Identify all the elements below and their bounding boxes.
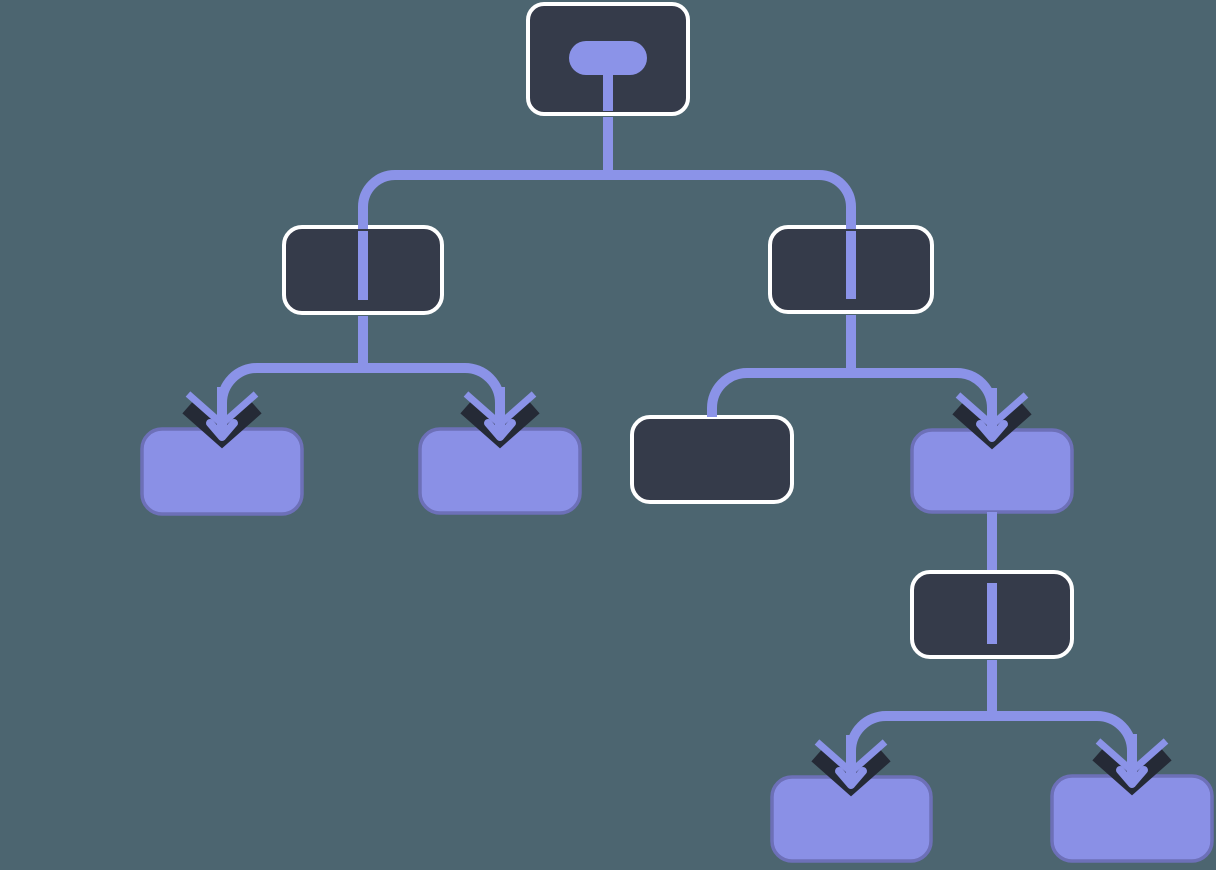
arrowhead bbox=[976, 420, 1008, 442]
arrow-down-icon bbox=[952, 388, 1032, 450]
arrow-down-icon bbox=[1092, 734, 1172, 796]
arrowhead bbox=[484, 419, 516, 441]
arrow-down-icon bbox=[460, 387, 540, 449]
connector-edge bbox=[358, 170, 856, 229]
arrow-down-icon bbox=[182, 387, 262, 449]
arrowhead bbox=[835, 767, 867, 789]
arrowhead bbox=[206, 419, 238, 441]
arrowhead bbox=[1116, 766, 1148, 788]
arrow-down-icon bbox=[811, 735, 891, 797]
tree-node-mid-dark[interactable] bbox=[630, 415, 794, 504]
root-pill-icon bbox=[569, 41, 647, 75]
